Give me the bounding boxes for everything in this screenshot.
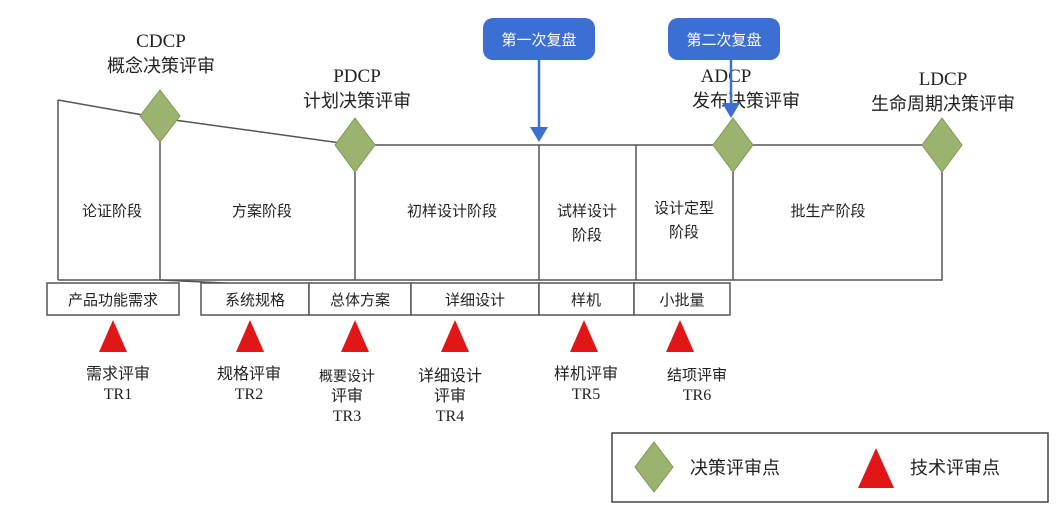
decision-code: LDCP <box>919 69 968 90</box>
decision-name: 生命周期决策评审 <box>871 94 1015 115</box>
retrospective-2: 第二次复盘 <box>668 18 780 118</box>
review-code: TR6 <box>683 387 711 404</box>
deliverable-label: 系统规格 <box>225 291 285 309</box>
phase-label: 论证阶段 <box>82 202 142 220</box>
review-code: TR5 <box>572 386 600 403</box>
review-label: 详细设计 <box>418 366 482 385</box>
legend-triangle-icon <box>858 448 894 488</box>
deliverable-label: 详细设计 <box>445 291 505 309</box>
phase-label: 阶段 <box>572 226 602 244</box>
review-label: 样机评审 <box>554 364 618 383</box>
phase-label: 阶段 <box>669 223 699 241</box>
phase-label: 批生产阶段 <box>790 202 865 220</box>
decision-diamond-icon <box>712 117 754 173</box>
tech-review-triangle-icon <box>570 320 598 352</box>
deliverable-label: 小批量 <box>659 291 704 309</box>
deliverable-box <box>633 282 731 316</box>
tech-review-triangle-icon <box>236 320 264 352</box>
tech-review-triangle-icon <box>666 320 694 352</box>
phase-label: 试样设计 <box>557 202 617 220</box>
decision-code: ADCP <box>701 66 752 87</box>
callout-box <box>483 18 595 60</box>
tech-review-triangle-icon <box>99 320 127 352</box>
callout-label: 第一次复盘 <box>501 31 576 49</box>
deliverable-label: 样机 <box>571 291 601 309</box>
review-label: 评审 <box>434 386 466 405</box>
decision-code: CDCP <box>136 31 186 52</box>
deliverable-box <box>46 282 180 316</box>
deliverable-box <box>410 282 540 316</box>
review-code: TR2 <box>235 386 263 403</box>
decision-name: 计划决策评审 <box>303 91 411 112</box>
deliverable-label: 总体方案 <box>330 291 390 309</box>
review-label: 评审 <box>331 386 363 405</box>
review-code: TR3 <box>333 408 361 425</box>
decision-diamond-icon <box>921 117 963 173</box>
legend-label: 技术评审点 <box>910 458 1000 479</box>
tech-review-triangle-icon <box>441 320 469 352</box>
review-label: 概要设计 <box>319 369 375 385</box>
tech-review-triangle-icon <box>341 320 369 352</box>
deliverable-boxes <box>46 282 731 316</box>
decision-diamond-icon <box>139 89 181 143</box>
callout-label: 第二次复盘 <box>686 31 761 49</box>
retrospective-1: 第一次复盘 <box>483 18 595 142</box>
decision-code: PDCP <box>333 66 381 87</box>
arrow-head-icon <box>530 127 548 142</box>
legend-label: 决策评审点 <box>690 458 780 479</box>
phase-label: 设计定型 <box>654 199 714 217</box>
legend-diamond-icon <box>634 441 674 493</box>
decision-name: 概念决策评审 <box>107 55 215 77</box>
phase-label: 初样设计阶段 <box>407 202 497 220</box>
phase-label: 方案阶段 <box>232 202 292 220</box>
deliverable-label: 产品功能需求 <box>68 291 158 309</box>
review-label: 需求评审 <box>86 364 150 383</box>
arrow-head-icon <box>722 103 740 118</box>
deliverable-box <box>538 282 635 316</box>
legend: 决策评审点 技术评审点 <box>611 432 1049 503</box>
review-label: 规格评审 <box>217 364 281 383</box>
review-label: 结项评审 <box>667 366 727 384</box>
phase-outline <box>57 99 943 288</box>
decision-name: 发布决策评审 <box>692 91 800 112</box>
review-code: TR4 <box>436 408 464 425</box>
legend-box <box>611 432 1049 503</box>
callout-box <box>668 18 780 60</box>
decision-diamond-icon <box>334 117 376 173</box>
review-code: TR1 <box>104 386 132 403</box>
